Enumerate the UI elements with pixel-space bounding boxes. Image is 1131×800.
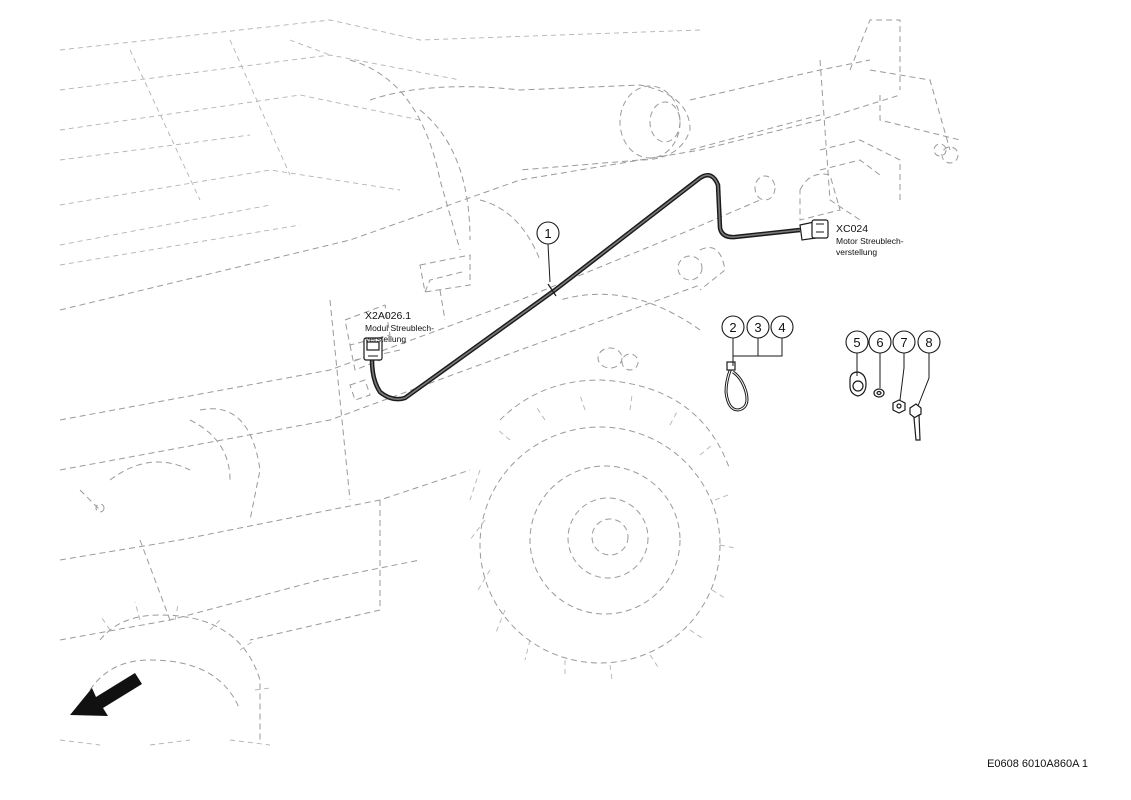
callout-2: 2 [721, 315, 745, 339]
svg-text:3: 3 [754, 320, 761, 335]
module-connector-x2a026 [363, 337, 383, 361]
svg-text:Modul Streublech-: Modul Streublech- [365, 323, 434, 333]
washer-part [873, 388, 885, 398]
svg-text:X2A026.1: X2A026.1 [365, 310, 411, 322]
label-motor-connector: XC024 Motor Streublech- verstellung [836, 223, 904, 257]
svg-text:Motor Streublech-: Motor Streublech- [836, 236, 904, 246]
callout-5: 5 [845, 330, 869, 354]
wire-harness [369, 172, 801, 402]
callout-6: 6 [868, 330, 892, 354]
label-module-connector: X2A026.1 Modul Streublech- verstellung [365, 310, 434, 344]
svg-text:4: 4 [778, 320, 785, 335]
callout-leaders [547, 243, 930, 407]
svg-text:XC024: XC024 [836, 223, 868, 235]
callout-1: 1 [536, 221, 560, 245]
svg-text:7: 7 [900, 335, 907, 350]
bolt-part [909, 403, 922, 441]
arrow-down-left-icon [70, 673, 142, 716]
svg-text:5: 5 [853, 335, 860, 350]
machine-background [59, 19, 961, 746]
nut-part [892, 399, 906, 414]
callout-4: 4 [770, 315, 794, 339]
svg-text:verstellung: verstellung [836, 247, 877, 257]
svg-text:verstellung: verstellung [365, 334, 406, 344]
svg-text:6: 6 [876, 335, 883, 350]
callout-7: 7 [892, 330, 916, 354]
drawing-id: E0608 6010A860A 1 [987, 758, 1088, 770]
motor-connector-xc024 [799, 219, 829, 241]
cable-tie-part [724, 361, 749, 412]
svg-text:1: 1 [544, 226, 551, 241]
clamp-part [849, 371, 867, 397]
callout-3: 3 [746, 315, 770, 339]
callout-8: 8 [917, 330, 941, 354]
svg-text:8: 8 [925, 335, 932, 350]
svg-text:2: 2 [729, 320, 736, 335]
